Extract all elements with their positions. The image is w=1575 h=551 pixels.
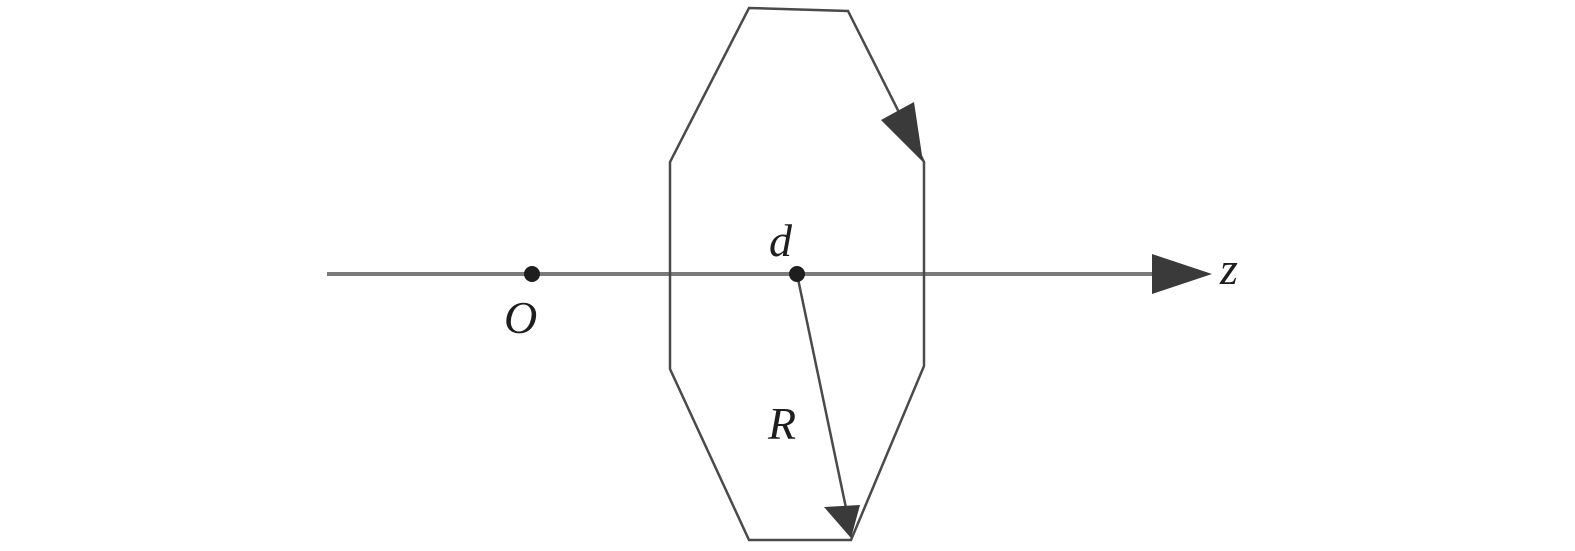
radius-label: R bbox=[767, 398, 796, 449]
octagonal-loop bbox=[668, 6, 926, 542]
origin-label: O bbox=[504, 292, 537, 343]
current-direction-arrowhead bbox=[881, 102, 923, 162]
z-axis-arrowhead bbox=[1152, 254, 1212, 294]
origin-point bbox=[524, 266, 540, 282]
center-label: d bbox=[769, 215, 793, 266]
radius-vector-line bbox=[795, 273, 848, 509]
z-axis-label: z bbox=[1219, 243, 1238, 294]
radius-vector-arrowhead bbox=[824, 505, 860, 538]
center-point bbox=[789, 266, 805, 282]
